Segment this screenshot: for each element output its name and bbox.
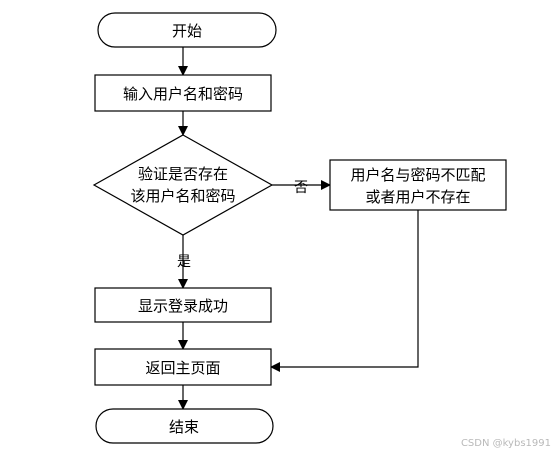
start-label: 开始 [172, 22, 202, 40]
no-label: 否 [294, 180, 308, 196]
decision-node: 验证是否存在 该用户名和密码 [92, 134, 274, 236]
decision-label-line2: 该用户名和密码 [130, 187, 235, 205]
error-label-line1: 用户名与密码不匹配 [350, 166, 485, 184]
return-node: 返回主页面 [94, 348, 272, 386]
edge-error-return [270, 210, 419, 372]
yes-label: 是 [177, 254, 191, 270]
decision-label-line1: 验证是否存在 [138, 165, 228, 183]
return-label: 返回主页面 [145, 359, 220, 377]
input-node: 输入用户名和密码 [94, 74, 272, 112]
success-node: 显示登录成功 [94, 287, 272, 323]
watermark: CSDN @kybs1991 [461, 438, 551, 449]
end-node: 结束 [95, 408, 274, 444]
error-label-line2: 或者用户不存在 [365, 188, 470, 206]
input-label: 输入用户名和密码 [123, 85, 243, 103]
start-node: 开始 [97, 12, 277, 48]
end-label: 结束 [169, 418, 199, 436]
success-label: 显示登录成功 [138, 297, 228, 315]
error-node: 用户名与密码不匹配 或者用户不存在 [329, 159, 507, 211]
